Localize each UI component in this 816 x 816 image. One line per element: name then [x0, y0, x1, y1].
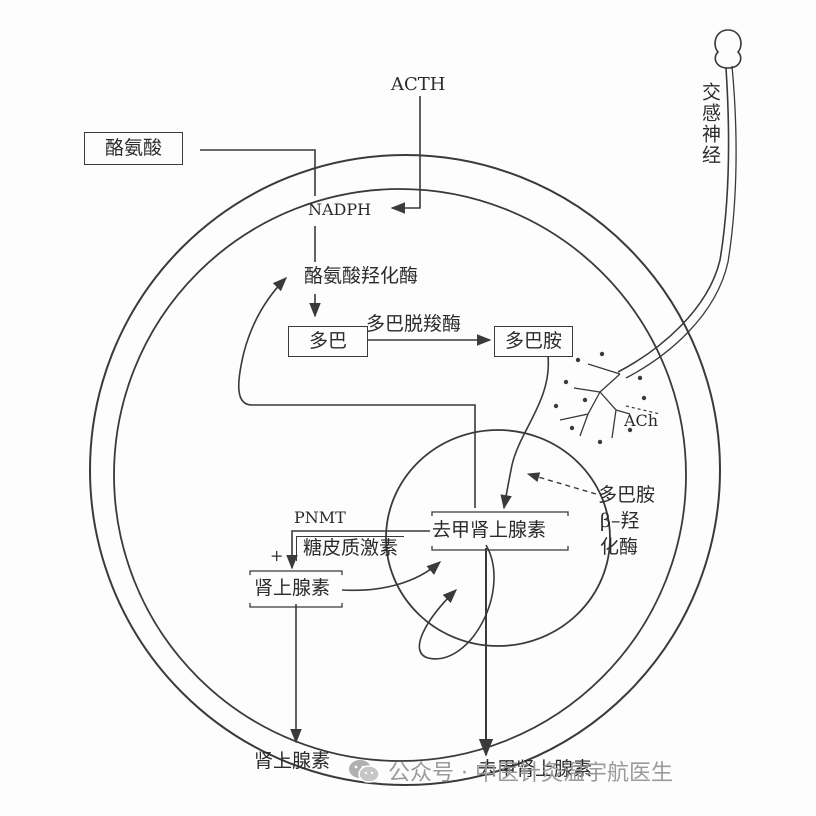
epinephrine-output-label: 肾上腺素 [254, 750, 331, 772]
nerve-cell-body [714, 29, 742, 69]
outer-cell-membrane [89, 154, 721, 786]
sympathetic-nerve-label: 交感神经 [699, 82, 721, 166]
dbh-label-line3: 化酶 [600, 536, 639, 558]
tyrosine-box: 酪氨酸 [84, 132, 184, 165]
arrow-norepinephrine-to-epinephrine [286, 530, 430, 570]
ach-label: ACh [624, 411, 659, 430]
acth-label: ACTH [391, 74, 446, 95]
nerve-terminal-branches [559, 363, 631, 439]
sympathetic-nerve-fiber [559, 29, 742, 439]
arrow-epinephrine-to-vesicle [341, 561, 442, 592]
norepinephrine-bracket [431, 511, 569, 551]
arrow-acth-to-nadph [390, 96, 421, 214]
arrow-dbh-dashed [526, 472, 597, 495]
pnmt-label: PNMT [294, 508, 346, 527]
dbh-label-line2: β–羟 [600, 510, 640, 532]
granule-vesicle [385, 429, 611, 647]
epinephrine-bracket [249, 570, 343, 608]
arrow-recycle-loop [418, 544, 495, 660]
watermark-text: 公众号 · 中医针灸温宇航医生 [388, 761, 673, 786]
norepinephrine-label: 去甲肾上腺素 [432, 519, 547, 541]
glucocorticoid-box: 糖皮质激素 [296, 536, 405, 561]
arrow-dopamine-to-norepinephrine [500, 355, 550, 510]
tyrosine-hydroxylase-label: 酪氨酸羟化酶 [304, 265, 419, 287]
dopa-decarboxylase-label: 多巴脱羧酶 [366, 313, 462, 335]
nerve-axon [617, 67, 730, 373]
nerve-axon-parallel [625, 65, 737, 379]
dopa-box: 多巴 [288, 326, 369, 357]
norepinephrine-output-label: 去甲肾上腺素 [478, 758, 593, 780]
plus-sign: + [270, 546, 284, 565]
watermark: 公众号 · 中医针灸温宇航医生 [348, 756, 673, 786]
arrow-feedback-inhibition [237, 276, 476, 508]
arrow-tyrosine-in [200, 149, 316, 196]
dbh-label-line1: 多巴胺 [598, 484, 656, 506]
dopamine-box: 多巴胺 [494, 326, 574, 357]
wechat-icon [349, 760, 380, 783]
inner-cell-membrane [113, 188, 687, 762]
nadph-label: NADPH [308, 200, 372, 219]
ach-vesicles [553, 351, 647, 445]
epinephrine-label: 肾上腺素 [254, 577, 331, 599]
